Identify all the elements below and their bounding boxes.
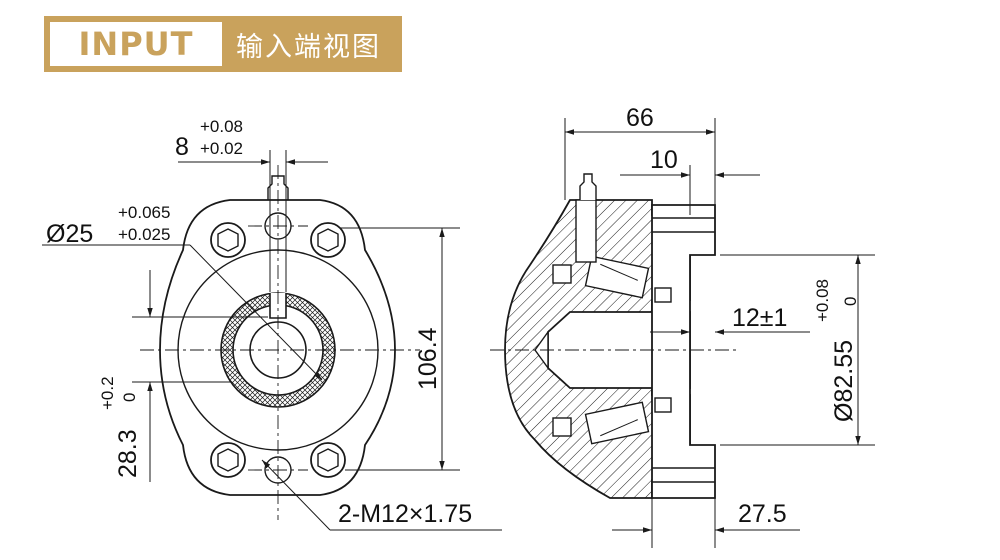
offset-dim: 27.5 — [738, 500, 787, 528]
key-width-upper-tol: +0.08 — [200, 117, 243, 136]
grease-channel — [575, 199, 597, 263]
side-dimensions — [564, 118, 875, 548]
bore-upper-tol: +0.065 — [118, 203, 170, 222]
seal-bottom-right — [654, 397, 672, 413]
seal-top-right — [654, 287, 672, 303]
pilot-diameter-upper-tol: +0.08 — [813, 279, 832, 322]
bore-lower-tol: +0.025 — [118, 225, 170, 244]
key-depth-upper-tol: +0.2 — [98, 376, 117, 410]
flange-outline — [159, 199, 396, 496]
shaft-insertion: 12±1 — [732, 304, 787, 332]
bolt-bottom-right — [310, 442, 346, 478]
bearing-top — [584, 255, 650, 299]
pilot-flange — [651, 204, 716, 499]
key-width-lower-tol: +0.02 — [200, 139, 243, 158]
seal-top-left — [552, 264, 572, 284]
thread-spec: 2-M12×1.75 — [338, 500, 472, 528]
side-view — [490, 173, 740, 499]
side-dim-texts: 66 10 12±1 Ø82.55 +0.08 0 27.5 — [626, 104, 860, 528]
front-dimensions — [42, 150, 502, 531]
overall-length: 66 — [626, 104, 654, 132]
bearing-bottom — [584, 401, 650, 445]
key-depth-nominal: 28.3 — [114, 429, 142, 478]
pilot-diameter-nominal: Ø82.55 — [830, 340, 858, 422]
title-subtitle: 输入端视图 — [236, 31, 381, 63]
seal-bottom-left — [552, 417, 572, 437]
title-bar: INPUT 输入端视图 — [44, 16, 402, 72]
bolt-top-right — [310, 222, 346, 258]
key-width-nominal: 8 — [175, 133, 189, 161]
pilot-diameter-lower-tol: 0 — [841, 297, 860, 306]
bolt-top-left — [210, 222, 246, 258]
front-view — [140, 165, 420, 520]
key-depth-lower-tol: 0 — [120, 393, 139, 402]
bore-nominal: Ø25 — [46, 220, 93, 248]
side-grease-nipple — [579, 173, 597, 200]
title-badge: INPUT — [50, 22, 222, 66]
front-dim-texts: 8 +0.08 +0.02 Ø25 +0.065 +0.025 106.4 28… — [46, 117, 472, 528]
height-dim: 106.4 — [414, 327, 442, 390]
bolt-bottom-left — [210, 442, 246, 478]
flange-thickness: 10 — [650, 146, 678, 174]
